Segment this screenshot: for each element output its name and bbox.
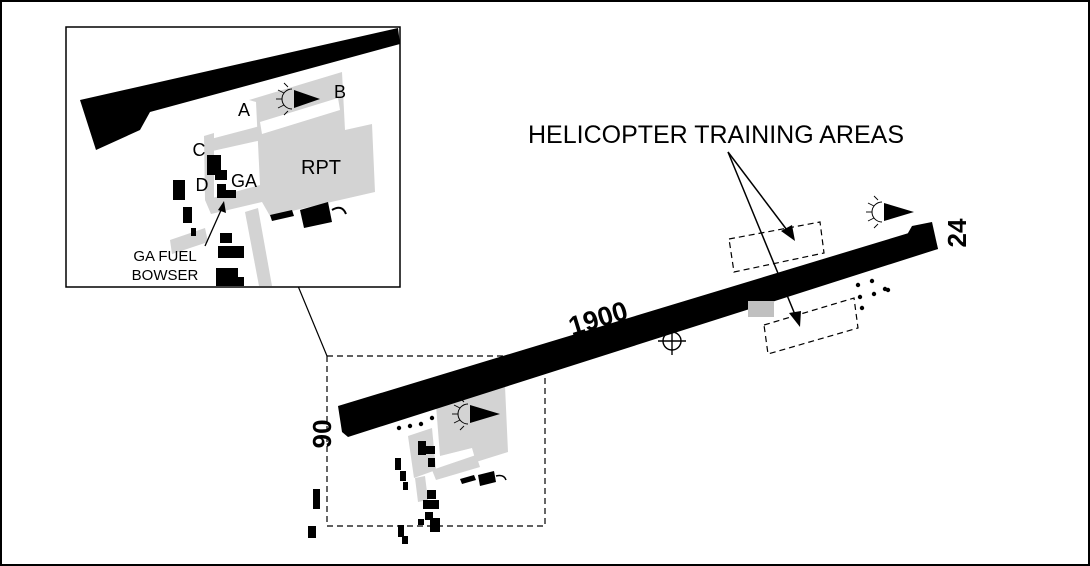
windsock-icon xyxy=(452,397,500,431)
label-d: D xyxy=(196,175,209,195)
fuel-label-line1: GA FUEL xyxy=(133,248,196,265)
airport-reference-point-icon xyxy=(658,327,686,355)
main-buildings xyxy=(308,441,507,544)
runway-east-widening xyxy=(898,222,938,256)
label-c: C xyxy=(193,140,206,160)
east-dots xyxy=(855,278,891,311)
runway xyxy=(338,226,938,437)
inset-content: A B C D GA RPT GA FUEL BOWSER xyxy=(80,28,400,286)
runway-end-24: 24 xyxy=(942,218,972,247)
heli-arrows xyxy=(727,151,801,327)
inset-buildings xyxy=(173,155,347,286)
heli-label: HELICOPTER TRAINING AREAS xyxy=(528,121,904,149)
fuel-arrow xyxy=(204,201,226,247)
east-pad xyxy=(748,301,774,317)
windsock-icon xyxy=(866,195,914,229)
label-rpt: RPT xyxy=(301,157,341,179)
heli-area-south xyxy=(763,297,859,355)
fuel-label-line2: BOWSER xyxy=(132,267,199,284)
inset-runway xyxy=(80,28,400,150)
label-ga: GA xyxy=(231,171,257,191)
inset-connector xyxy=(297,285,328,357)
label-b: B xyxy=(334,82,346,102)
windsock-icon xyxy=(276,82,320,116)
zoom-box xyxy=(326,355,546,527)
label-a: A xyxy=(238,100,250,120)
runway-end-06: 06 xyxy=(307,420,337,449)
west-dots xyxy=(396,403,435,431)
